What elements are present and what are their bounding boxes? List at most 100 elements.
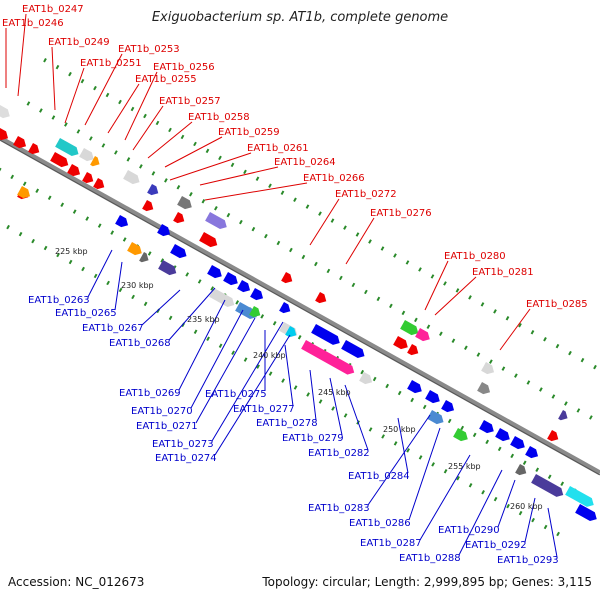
gene-feature[interactable] <box>205 212 229 231</box>
gene-feature[interactable] <box>441 400 456 415</box>
gene-feature[interactable] <box>515 464 529 478</box>
gene-feature[interactable] <box>13 136 28 151</box>
gene-feature[interactable] <box>453 428 470 444</box>
forward-gene-label[interactable]: EAT1b_0253 <box>118 44 180 55</box>
gene-feature[interactable] <box>237 280 252 295</box>
reverse-gene-label[interactable]: EAT1b_0267 <box>82 323 144 334</box>
forward-gene-label[interactable]: EAT1b_0258 <box>188 112 250 123</box>
gene-feature[interactable] <box>510 436 527 452</box>
forward-gene-label[interactable]: EAT1b_0246 <box>2 18 64 29</box>
gene-feature[interactable] <box>79 148 96 164</box>
gene-feature[interactable] <box>285 326 299 340</box>
reverse-gene-label[interactable]: EAT1b_0271 <box>136 421 198 432</box>
gene-feature[interactable] <box>28 143 42 157</box>
gene-feature[interactable] <box>223 272 240 288</box>
gene-feature[interactable] <box>481 362 496 377</box>
gene-feature[interactable] <box>279 302 293 316</box>
gene-feature[interactable] <box>147 184 161 198</box>
gene-feature[interactable] <box>250 288 265 303</box>
gene-feature[interactable] <box>425 390 442 406</box>
gene-feature[interactable] <box>90 156 102 169</box>
forward-gene-label[interactable]: EAT1b_0259 <box>218 127 280 138</box>
gene-feature[interactable] <box>301 340 357 377</box>
reverse-gene-label[interactable]: EAT1b_0270 <box>131 406 193 417</box>
gene-feature[interactable] <box>407 380 424 396</box>
gene-feature[interactable] <box>525 446 540 461</box>
gene-feature[interactable] <box>477 382 492 397</box>
gene-feature[interactable] <box>311 324 342 347</box>
gene-feature[interactable] <box>0 105 12 121</box>
reverse-gene-label[interactable]: EAT1b_0279 <box>282 433 344 444</box>
gene-feature[interactable] <box>315 292 329 306</box>
gene-feature[interactable] <box>199 232 220 250</box>
gene-feature[interactable] <box>17 186 32 201</box>
gene-feature[interactable] <box>158 260 179 278</box>
reverse-gene-label[interactable]: EAT1b_0290 <box>438 525 500 536</box>
gene-feature[interactable] <box>249 306 263 320</box>
reverse-gene-label[interactable]: EAT1b_0265 <box>55 308 117 319</box>
reverse-gene-label[interactable]: EAT1b_0288 <box>399 553 461 564</box>
forward-gene-label[interactable]: EAT1b_0280 <box>444 251 506 262</box>
gene-feature[interactable] <box>575 504 599 523</box>
gene-feature[interactable] <box>170 244 189 261</box>
reverse-gene-label[interactable]: EAT1b_0277 <box>233 404 295 415</box>
gene-feature[interactable] <box>93 178 107 192</box>
reverse-gene-label[interactable]: EAT1b_0263 <box>28 295 90 306</box>
forward-gene-label[interactable]: EAT1b_0249 <box>48 37 110 48</box>
forward-gene-label[interactable]: EAT1b_0266 <box>303 173 365 184</box>
reverse-gene-label[interactable]: EAT1b_0278 <box>256 418 318 429</box>
gene-feature[interactable] <box>407 344 421 358</box>
gene-feature[interactable] <box>558 410 570 423</box>
gene-feature[interactable] <box>547 430 561 444</box>
gene-feature[interactable] <box>142 200 156 214</box>
forward-gene-label[interactable]: EAT1b_0247 <box>22 4 84 15</box>
forward-gene-label[interactable]: EAT1b_0272 <box>335 189 397 200</box>
gene-feature[interactable] <box>207 265 224 281</box>
reverse-gene-label[interactable]: EAT1b_0287 <box>360 538 422 549</box>
gene-feature[interactable] <box>393 336 410 352</box>
reverse-gene-label[interactable]: EAT1b_0274 <box>155 453 217 464</box>
gene-feature[interactable] <box>0 128 10 143</box>
reverse-gene-label[interactable]: EAT1b_0269 <box>119 388 181 399</box>
gene-feature[interactable] <box>531 474 566 499</box>
gene-feature[interactable] <box>359 372 374 387</box>
gene-feature[interactable] <box>139 252 151 265</box>
reverse-gene-label[interactable]: EAT1b_0286 <box>349 518 411 529</box>
gene-feature[interactable] <box>82 172 96 186</box>
forward-gene-label[interactable]: EAT1b_0264 <box>274 157 336 168</box>
forward-gene-label[interactable]: EAT1b_0257 <box>159 96 221 107</box>
forward-gene-label[interactable]: EAT1b_0256 <box>153 62 215 73</box>
reverse-gene-label[interactable]: EAT1b_0292 <box>465 540 527 551</box>
gene-feature[interactable] <box>495 428 512 444</box>
gene-feature[interactable] <box>115 215 130 230</box>
reverse-gene-label[interactable]: EAT1b_0282 <box>308 448 370 459</box>
gene-feature[interactable] <box>55 138 81 158</box>
reverse-gene-label[interactable]: EAT1b_0283 <box>308 503 370 514</box>
gene-feature[interactable] <box>479 420 496 436</box>
gene-feature[interactable] <box>50 152 71 170</box>
gene-feature[interactable] <box>427 410 446 427</box>
forward-gene-label[interactable]: EAT1b_0285 <box>526 299 588 310</box>
reverse-gene-label[interactable]: EAT1b_0275 <box>205 389 267 400</box>
reverse-gene-label[interactable]: EAT1b_0268 <box>109 338 171 349</box>
reverse-gene-label[interactable]: EAT1b_0284 <box>348 471 410 482</box>
gene-feature[interactable] <box>177 196 194 212</box>
gene-feature[interactable] <box>173 212 187 226</box>
gene-feature[interactable] <box>565 486 596 509</box>
forward-gene-label[interactable]: EAT1b_0276 <box>370 208 432 219</box>
gene-feature[interactable] <box>157 224 172 239</box>
gene-feature[interactable] <box>123 170 142 187</box>
gene-feature[interactable] <box>127 242 144 258</box>
forward-gene-label[interactable]: EAT1b_0251 <box>80 58 142 69</box>
gene-feature[interactable] <box>67 164 82 179</box>
forward-gene-label[interactable]: EAT1b_0281 <box>472 267 534 278</box>
reverse-gene-label[interactable]: EAT1b_0273 <box>152 439 214 450</box>
forward-gene-label[interactable]: EAT1b_0255 <box>135 74 197 85</box>
forward-gene-label[interactable]: EAT1b_0261 <box>247 143 309 154</box>
reverse-gene-label[interactable]: EAT1b_0293 <box>497 555 559 566</box>
gene-feature[interactable] <box>281 272 295 286</box>
gene-feature[interactable] <box>341 340 367 360</box>
gene-feature[interactable] <box>415 328 432 344</box>
gene-feature[interactable] <box>209 288 237 309</box>
gene-feature[interactable] <box>400 320 421 338</box>
